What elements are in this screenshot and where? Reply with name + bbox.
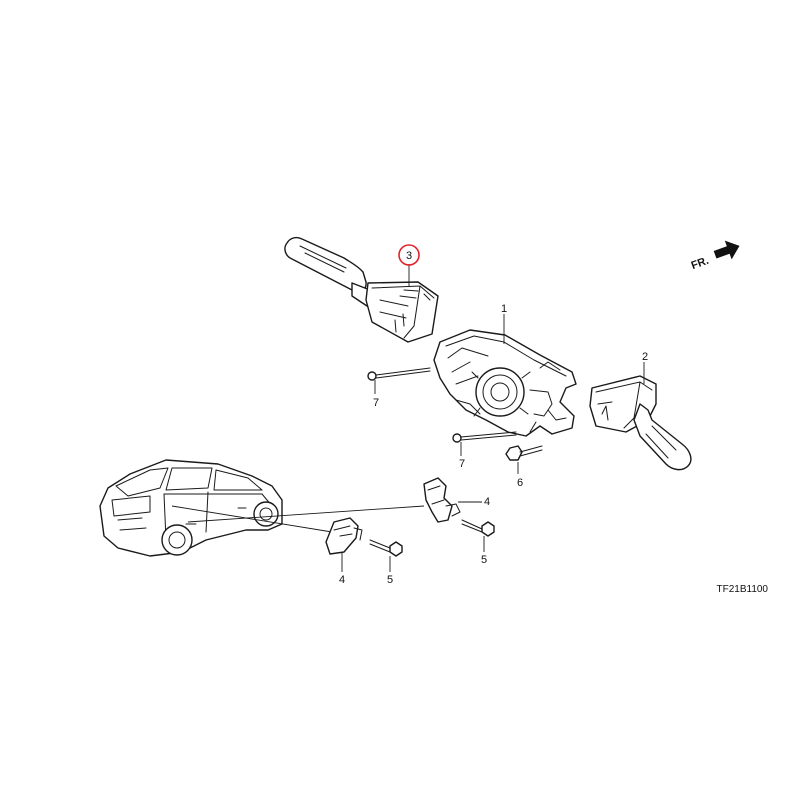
screw-7-lower: [452, 431, 517, 443]
drawing-code: TF21B1100: [716, 584, 768, 595]
vehicle-outline: [99, 459, 283, 557]
front-direction-indicator: FR.: [690, 240, 740, 272]
right-switch-lever: [589, 375, 692, 471]
callout-5-upper: 5: [481, 554, 487, 566]
callout-7-lower: 7: [459, 458, 465, 470]
highlight-ring-3: [398, 244, 420, 266]
vehicle-leader-lower: [171, 505, 333, 533]
bolt-6: [505, 445, 543, 461]
callout-7-left: 7: [373, 397, 379, 409]
callout-4-upper: 4: [484, 496, 490, 508]
front-arrow-icon: [713, 240, 740, 260]
callout-3: 3: [406, 250, 412, 262]
callout-1: 1: [501, 303, 507, 315]
sensor-4-lower: [325, 517, 363, 555]
callout-6: 6: [517, 477, 523, 489]
vehicle-leader-upper: [187, 505, 425, 523]
bolt-5-upper: [461, 519, 495, 537]
bolt-5-lower: [369, 539, 403, 557]
combination-switch-body: [433, 329, 577, 437]
callout-5-lower: 5: [387, 574, 393, 586]
left-switch-lever: [284, 236, 439, 343]
callout-2: 2: [642, 351, 648, 363]
sensor-4-upper: [423, 477, 461, 523]
front-label: FR.: [690, 255, 711, 272]
callout-4-lower: 4: [339, 574, 345, 586]
screw-7-left: [367, 367, 431, 381]
